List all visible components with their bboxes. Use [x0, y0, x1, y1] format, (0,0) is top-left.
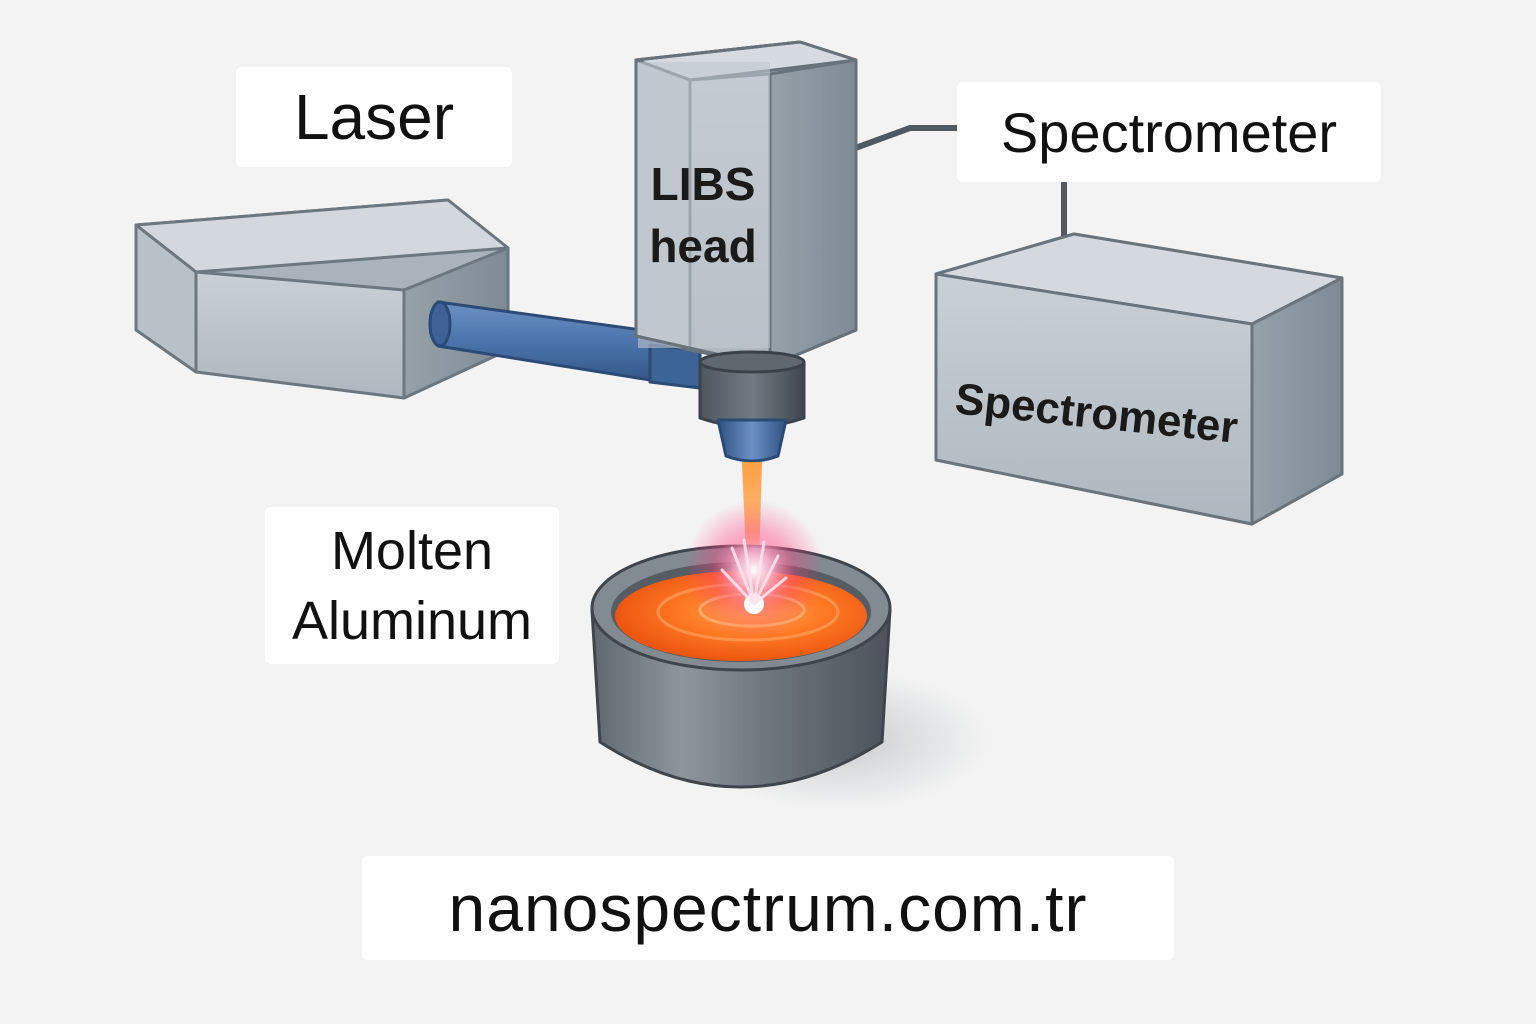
libs-head-label-line1: LIBS — [651, 158, 756, 210]
focusing-nozzle — [698, 350, 806, 463]
spectrometer-label: Spectrometer — [957, 82, 1381, 182]
plasma-plume — [684, 500, 824, 640]
libs-head-label-line2: head — [649, 220, 756, 272]
molten-label-line2: Aluminum — [291, 590, 533, 651]
website-label: nanospectrum.com.tr — [362, 856, 1174, 960]
spectrometer-unit: Spectrometer — [934, 232, 1344, 526]
signal-cable — [847, 125, 965, 153]
laser-unit — [134, 198, 510, 400]
laser-label: Laser — [236, 67, 512, 167]
libs-head: LIBS head — [634, 40, 858, 368]
molten-aluminum-label: Molten Aluminum — [265, 507, 559, 664]
molten-label-line1: Molten — [330, 520, 494, 581]
